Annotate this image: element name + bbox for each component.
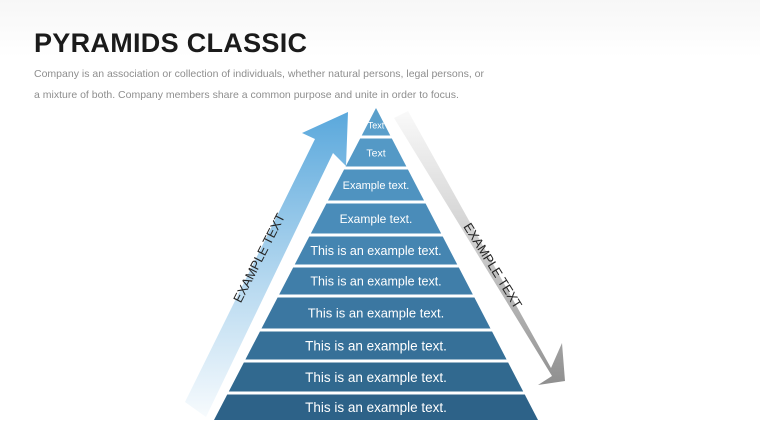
pyramid-level-7-label: This is an example text.: [308, 306, 445, 321]
pyramid-level-8: [245, 331, 507, 360]
left-arrow-shape: [185, 112, 348, 417]
slide-header: PYRAMIDS CLASSIC: [0, 0, 760, 58]
pyramid-level-7: [261, 297, 491, 329]
pyramid-level-1-label: Text: [368, 120, 385, 130]
right-arrow-shape: [394, 111, 565, 385]
pyramid-level-6: [279, 267, 473, 295]
pyramid-level-9-label: This is an example text.: [305, 370, 447, 385]
pyramid-level-3-label: Example text.: [343, 180, 410, 192]
pyramid-level-5-label: This is an example text.: [310, 244, 441, 258]
pyramid-level-5: [294, 236, 458, 265]
pyramid-level-9: [228, 362, 524, 392]
pyramid-level-4-label: Example text.: [340, 212, 413, 226]
page-description: Company is an association or collection …: [34, 68, 484, 101]
pyramid-level-4: [310, 203, 442, 234]
pyramid-level-10: [214, 394, 538, 420]
pyramid-level-2: [345, 138, 407, 167]
pyramid-level-1: [361, 108, 391, 136]
pyramid-level-6-label: This is an example text.: [310, 275, 441, 289]
pyramid-level-2-label: Text: [366, 147, 385, 159]
pyramid-level-3: [327, 169, 425, 201]
pyramid-level-8-label: This is an example text.: [305, 338, 447, 353]
pyramid-level-10-label: This is an example text.: [305, 400, 447, 415]
page-title: PYRAMIDS CLASSIC: [34, 28, 308, 58]
